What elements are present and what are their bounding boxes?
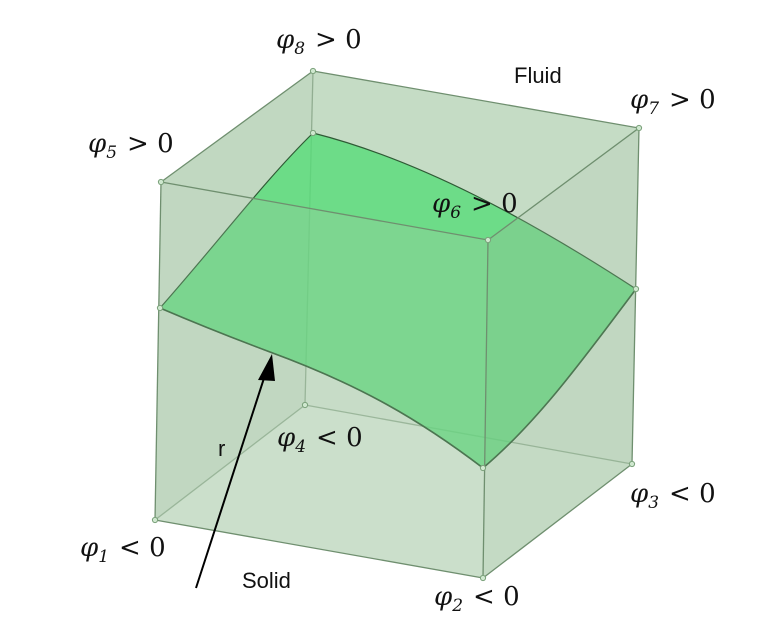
vertex-8 [309,67,317,75]
vertex-7 [635,124,643,132]
vertex-1 [151,516,159,524]
phi2-symbol: φ [434,582,453,612]
phi4-subscript: 4 [294,437,306,457]
cube-front-faces [155,128,639,578]
phi4-label: φ4 < 0 [277,423,363,457]
phi8-subscript: 8 [294,39,305,59]
surface-point-back [309,129,317,137]
vertex-4 [301,401,309,409]
edge-1-5 [154,181,162,521]
phi2-subscript: 2 [451,596,463,616]
vector-r-shaft [195,371,267,589]
phi4-relation: < 0 [316,423,363,453]
edge-2-3 [482,463,633,579]
phi8-symbol: φ [276,25,295,55]
phi5-symbol: φ [88,129,107,159]
phi1-label: φ1 < 0 [80,533,166,567]
edge-7-8 [312,70,640,129]
vertex-6 [484,236,492,244]
vertex-5 [157,178,165,186]
edge-5-6 [160,181,489,241]
edge-1-4 [154,404,306,521]
fluid-region-label: Fluid [514,63,562,88]
vector-r-arrowhead [258,354,275,381]
edge-2-6 [482,239,489,579]
phi3-label: φ3 < 0 [630,479,716,513]
phi8-label: φ8 > 0 [276,25,362,59]
phi5-subscript: 5 [106,143,117,163]
phi2-label: φ2 < 0 [434,582,520,616]
surface-point-left [156,304,164,312]
phi7-label: φ7 > 0 [630,85,716,119]
phi3-relation: < 0 [669,479,716,509]
phi6-symbol: φ [432,189,451,219]
phi6-relation: > 0 [471,189,518,219]
phi3-symbol: φ [630,479,649,509]
phi2-relation: < 0 [473,582,520,612]
phi1-relation: < 0 [119,533,166,563]
phi6-subscript: 6 [450,203,461,223]
surface-point-front [479,464,487,472]
interface-right-curve [482,288,637,469]
position-vector-r: r [195,354,275,589]
phi6-label: φ6 > 0 [432,189,518,223]
phi4-symbol: φ [277,423,296,453]
phi7-subscript: 7 [648,99,659,119]
cube-face-right [483,128,639,578]
cube-front-edges [154,70,640,579]
phi5-label: φ5 > 0 [88,129,174,163]
cube-face-front [155,182,488,578]
edge-1-2 [154,519,484,579]
solid-region-label: Solid [242,568,291,593]
edge-6-7 [487,127,640,241]
edge-8-5 [160,70,314,183]
phi1-symbol: φ [80,533,99,563]
edge-3-7 [631,127,640,465]
phi5-relation: > 0 [127,129,174,159]
vector-r-label: r [218,436,225,461]
cube-vertices [151,67,643,582]
surface-point-right [632,285,640,293]
phi7-relation: > 0 [669,85,716,115]
interface-front-curve [159,307,484,469]
phi8-relation: > 0 [315,25,362,55]
phi1-subscript: 1 [98,547,109,567]
phi7-symbol: φ [630,85,649,115]
vertex-2 [479,574,487,582]
vertex-3 [628,460,636,468]
cube-face-bottom [155,405,632,578]
phi3-subscript: 3 [648,493,659,513]
